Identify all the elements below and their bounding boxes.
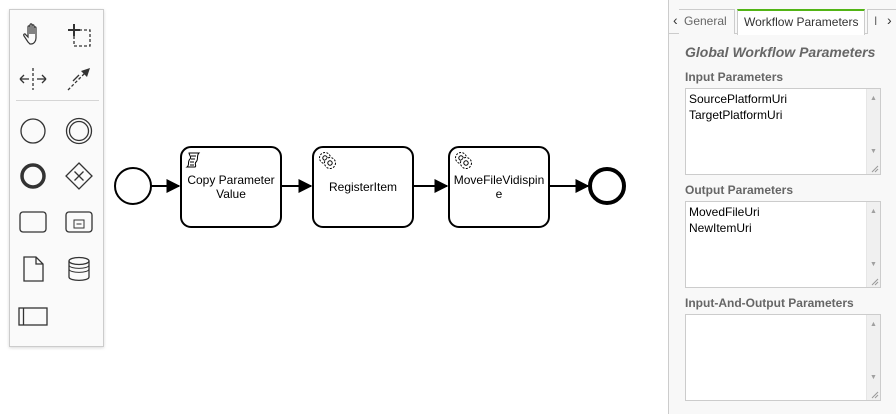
- space-icon: [19, 68, 47, 90]
- data-store-tool[interactable]: [62, 252, 96, 286]
- script-icon: [185, 152, 201, 168]
- database-icon: [68, 256, 90, 282]
- space-tool[interactable]: [16, 62, 50, 96]
- task-label: RegisterItem: [328, 180, 398, 194]
- scroll-up-icon[interactable]: ▲: [870, 321, 877, 328]
- textarea-line: SourcePlatformUri: [689, 92, 788, 106]
- subprocess-icon: [65, 211, 93, 233]
- scroll-up-icon[interactable]: ▲: [870, 95, 877, 102]
- end-event-tool[interactable]: [16, 159, 50, 193]
- palette-separator: [16, 100, 99, 101]
- pool-icon: [18, 307, 48, 326]
- pool-tool[interactable]: [16, 299, 50, 333]
- circle-icon: [20, 118, 46, 144]
- task-register-item[interactable]: [312, 146, 414, 228]
- tab-label: I: [874, 14, 878, 28]
- end-event[interactable]: [588, 167, 626, 205]
- gear-icon: [319, 152, 336, 169]
- connect-tool[interactable]: [62, 62, 96, 96]
- gateway-x-icon: [65, 162, 93, 190]
- task-label: MoveFileVidispine: [453, 173, 545, 201]
- input-output-parameters-label: Input-And-Output Parameters: [685, 296, 854, 310]
- scrollbar[interactable]: ▲ ▼: [866, 315, 880, 400]
- tab-label: Workflow Parameters: [744, 15, 859, 29]
- task-tool[interactable]: [16, 205, 50, 239]
- textarea-line: TargetPlatformUri: [689, 108, 783, 122]
- bold-circle-icon: [20, 163, 46, 189]
- hand-icon: [23, 23, 37, 45]
- scroll-up-icon[interactable]: ▲: [870, 208, 877, 215]
- subprocess-tool[interactable]: [62, 205, 96, 239]
- tab-label: General: [684, 14, 727, 28]
- task-copy-parameter-value[interactable]: [180, 146, 282, 228]
- panel-title: Global Workflow Parameters: [685, 44, 876, 60]
- lasso-tool[interactable]: [62, 18, 96, 52]
- task-label: Copy Parameter Value: [187, 173, 275, 201]
- output-parameters-label: Output Parameters: [685, 183, 794, 197]
- tab-bar: ‹ General Workflow Parameters I ›: [669, 0, 896, 35]
- resize-grip-icon[interactable]: [869, 163, 879, 173]
- gear-icon: [455, 152, 472, 169]
- tab-scroll-right-icon[interactable]: ›: [887, 12, 892, 28]
- resize-grip-icon[interactable]: [869, 276, 879, 286]
- textarea-line: NewItemUri: [689, 221, 752, 235]
- tab-general[interactable]: General: [679, 9, 735, 34]
- input-output-parameters-textarea[interactable]: ▲ ▼: [685, 314, 881, 401]
- textarea-line: MovedFileUri: [689, 205, 760, 219]
- tab-next[interactable]: I: [867, 9, 896, 34]
- properties-panel: ‹ General Workflow Parameters I › Global…: [668, 0, 896, 414]
- input-parameters-label: Input Parameters: [685, 70, 784, 84]
- scrollbar[interactable]: ▲ ▼: [866, 202, 880, 287]
- intermediate-event-tool[interactable]: [62, 114, 96, 148]
- input-parameters-textarea[interactable]: SourcePlatformUri TargetPlatformUri ▲ ▼: [685, 88, 881, 175]
- lasso-icon: [68, 24, 91, 47]
- diagram-canvas[interactable]: Copy Parameter Value RegisterItem MoveFi…: [0, 0, 668, 414]
- tab-scroll-left-icon[interactable]: ‹: [673, 12, 678, 28]
- rounded-rect-icon: [19, 211, 47, 233]
- scroll-down-icon[interactable]: ▼: [870, 374, 877, 381]
- hand-tool[interactable]: [16, 18, 50, 52]
- tool-palette: [9, 9, 104, 347]
- data-object-tool[interactable]: [16, 252, 50, 286]
- start-event[interactable]: [114, 167, 152, 205]
- gateway-tool[interactable]: [62, 159, 96, 193]
- output-parameters-textarea[interactable]: MovedFileUri NewItemUri ▲ ▼: [685, 201, 881, 288]
- scrollbar[interactable]: ▲ ▼: [866, 89, 880, 174]
- resize-grip-icon[interactable]: [869, 389, 879, 399]
- task-move-file-vidispine[interactable]: [448, 146, 550, 228]
- double-circle-icon: [65, 117, 93, 145]
- document-icon: [23, 256, 44, 282]
- diagram-svg: [114, 146, 626, 228]
- scroll-down-icon[interactable]: ▼: [870, 261, 877, 268]
- start-event-tool[interactable]: [16, 114, 50, 148]
- connect-arrow-icon: [67, 68, 90, 91]
- tab-workflow-parameters[interactable]: Workflow Parameters: [737, 9, 865, 35]
- scroll-down-icon[interactable]: ▼: [870, 148, 877, 155]
